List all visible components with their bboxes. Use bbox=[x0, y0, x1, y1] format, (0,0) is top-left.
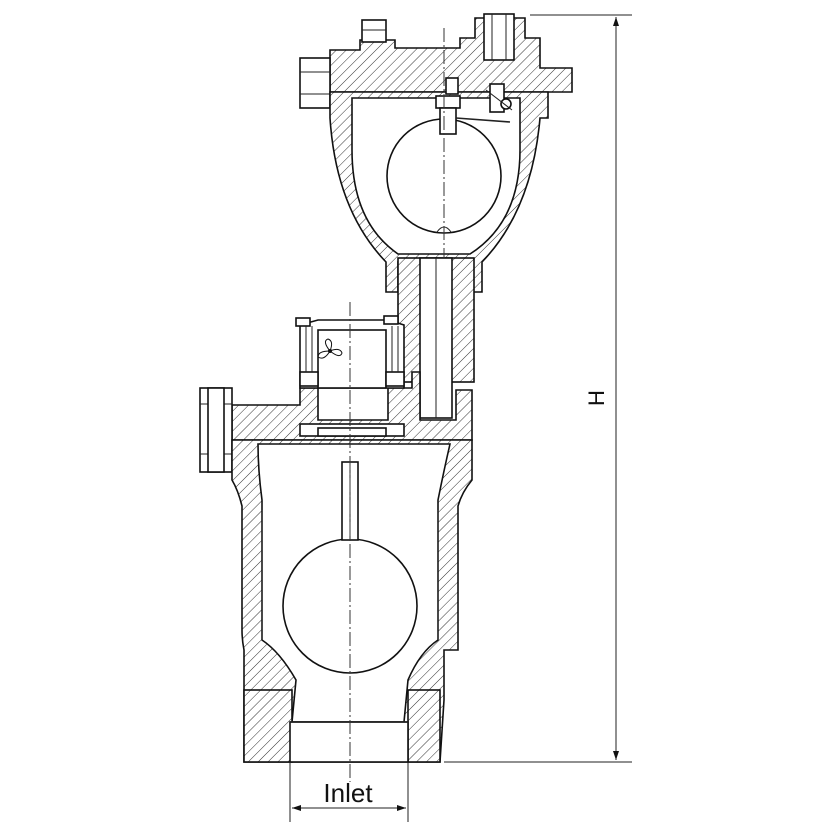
upper-valve bbox=[299, 13, 573, 419]
fan-symbol-icon bbox=[317, 338, 343, 359]
height-dimension: H bbox=[444, 14, 632, 763]
inlet-dimension: Inlet bbox=[289, 762, 409, 822]
upper-top-nut bbox=[361, 19, 387, 43]
lower-valve bbox=[199, 315, 473, 763]
inlet-sleeve bbox=[243, 689, 293, 763]
height-label: H bbox=[584, 390, 609, 406]
upper-left-bolt bbox=[299, 57, 331, 109]
inlet-label: Inlet bbox=[323, 778, 373, 808]
